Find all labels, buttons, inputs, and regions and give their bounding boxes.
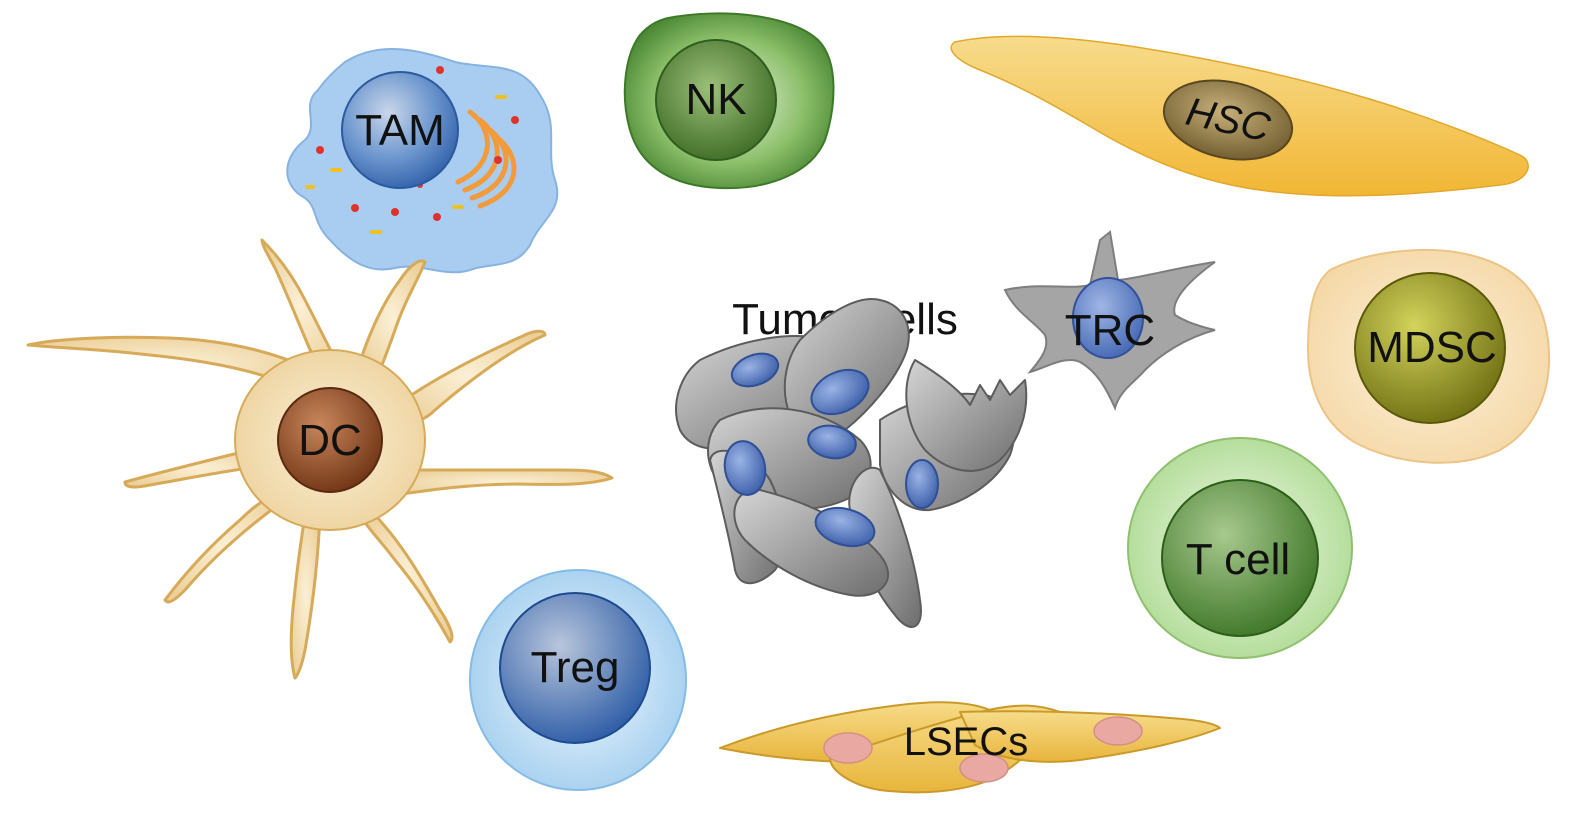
- lsecs-cells: LSECs: [719, 701, 1221, 794]
- t-cell: T cell: [1127, 437, 1353, 659]
- lsecs-label: LSECs: [904, 720, 1029, 764]
- trc-cell: TRC: [1003, 230, 1216, 411]
- t-cell-label: T cell: [1186, 535, 1290, 584]
- tumor-nuclei: [723, 352, 939, 548]
- tam-nucleus: [341, 71, 459, 189]
- mdsc-nucleus: [1354, 272, 1506, 424]
- dc-label: DC: [298, 416, 362, 465]
- lsec-nuclei: [823, 716, 1143, 783]
- treg-label: Treg: [531, 643, 620, 692]
- trc-label: TRC: [1065, 306, 1155, 355]
- trc-nucleus: [1072, 277, 1144, 359]
- mdsc-cell: MDSC: [1306, 249, 1550, 464]
- dc-dendrites: [26, 238, 614, 680]
- nk-label: NK: [685, 75, 746, 124]
- tam-cell: TAM: [286, 48, 559, 274]
- hsc-cell: HSC: [950, 35, 1529, 197]
- tam-vesicles: [305, 95, 507, 234]
- dc-nucleus: [277, 387, 383, 493]
- lsec-bodies: [719, 701, 1221, 794]
- tam-label: TAM: [355, 106, 445, 155]
- tumor-cells: Tumor cells: [675, 295, 1028, 628]
- tam-granules: [316, 66, 519, 221]
- treg-cell: Treg: [469, 569, 687, 791]
- nk-nucleus: [655, 39, 777, 161]
- nk-cell: NK: [623, 12, 835, 190]
- treg-nucleus: [499, 592, 651, 744]
- dc-cell: DC: [26, 238, 614, 680]
- hsc-nucleus: [1162, 79, 1294, 161]
- mdsc-label: MDSC: [1367, 323, 1497, 372]
- t-cell-nucleus: [1161, 479, 1319, 637]
